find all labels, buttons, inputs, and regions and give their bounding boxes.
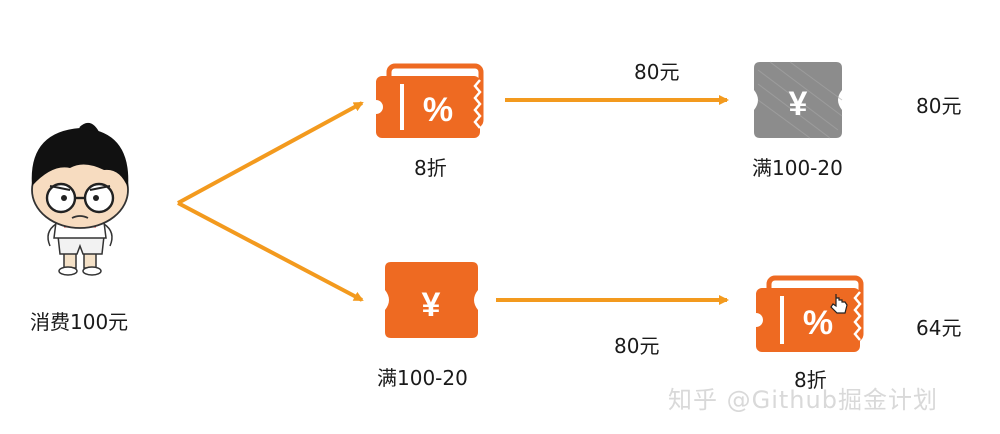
- coupon-top-2-symbol: ¥: [789, 85, 808, 123]
- coupon-bottom-2-label: 8折: [794, 368, 827, 392]
- person-label: 消费100元: [30, 310, 129, 334]
- coupon-top-discount-icon: %: [369, 63, 484, 138]
- hand-cursor-icon: [830, 294, 848, 314]
- coupon-bottom-discount-icon: %: [749, 275, 864, 352]
- top-row-price: 80元: [634, 60, 680, 84]
- coupon-top-2-label: 满100-20: [752, 156, 843, 180]
- coupon-bottom-1-symbol: ¥: [422, 286, 441, 324]
- bottom-final-price: 64元: [916, 316, 962, 340]
- coupon-bottom-cash-icon: ¥: [385, 262, 478, 338]
- coupon-bottom-2-symbol: %: [803, 304, 833, 342]
- arrow-to-top-coupon: [177, 101, 364, 205]
- coupon-bottom-1-label: 满100-20: [377, 366, 468, 390]
- coupon-top-1-symbol: %: [423, 91, 453, 129]
- coupon-top-cash-icon: ¥: [754, 61, 843, 139]
- branch-arrows: [177, 95, 729, 305]
- top-final-price: 80元: [916, 94, 962, 118]
- bottom-row-price: 80元: [614, 334, 660, 358]
- arrow-to-bottom-coupon: [177, 201, 364, 302]
- watermark: 知乎 @Github掘金计划: [668, 386, 938, 414]
- coupon-top-1-label: 8折: [414, 156, 447, 180]
- person-avatar: [31, 122, 129, 276]
